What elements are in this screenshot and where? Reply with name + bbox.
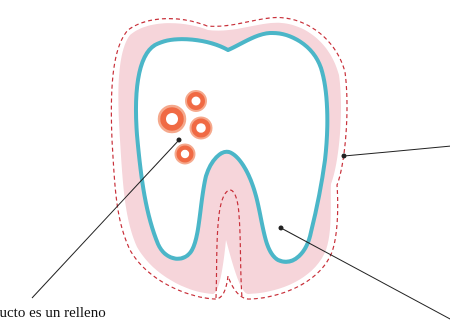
anchor-dot-inner <box>279 226 284 231</box>
anchor-dot-outer <box>342 154 347 159</box>
anchor-dot-cells <box>177 138 182 143</box>
cell-4-nucleus <box>181 150 189 158</box>
leader-line-outer <box>344 146 450 156</box>
cell-3-nucleus <box>196 123 206 133</box>
cell-2-nucleus <box>166 113 178 125</box>
cell-1-nucleus <box>192 97 201 106</box>
caption-text: ducto es un relleno <box>0 305 106 322</box>
